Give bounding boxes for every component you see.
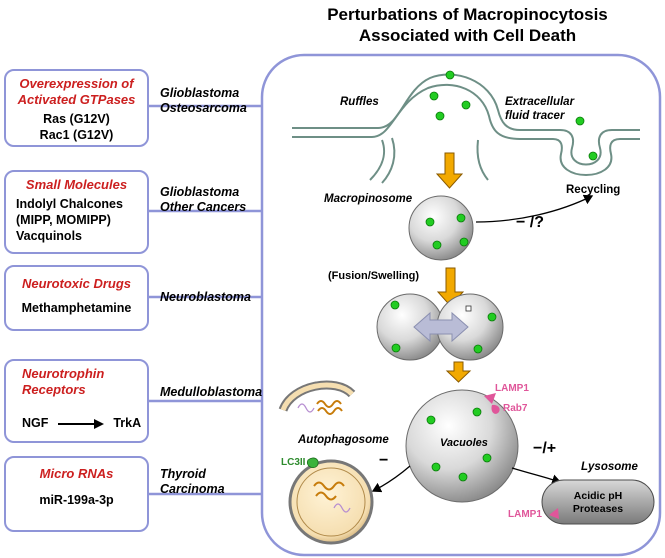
category-box-small-molecules: Small Molecules Indolyl Chalcones (MIPP,… — [4, 170, 149, 254]
tracer-particles-surface — [429, 70, 598, 161]
cancer-line: Glioblastoma — [160, 185, 240, 199]
category-box-neurotrophin-receptors: Neurotrophin Receptors — [4, 359, 149, 443]
lc3ii-marker — [306, 457, 319, 468]
lysosome-effect-label: −/+ — [533, 440, 557, 457]
item: Indolyl Chalcones — [16, 197, 123, 211]
category-items: Methamphetamine — [10, 300, 143, 316]
cancer-line: Medulloblastoma — [160, 385, 263, 399]
tracer-particles-vacuole — [426, 407, 492, 482]
lysosome-text-line2: Proteases — [573, 503, 623, 515]
cancer-line: Carcinoma — [160, 482, 225, 496]
vacuoles-label: Vacuoles — [440, 437, 488, 449]
lamp1-label-top: LAMP1 — [495, 383, 529, 394]
cancer-line: Glioblastoma — [160, 86, 240, 100]
tracer-label-line2: fluid tracer — [505, 110, 565, 122]
tracer-particles-fusion — [390, 300, 497, 354]
item: miR-199a-3p — [39, 493, 114, 507]
cancer-label-2: Glioblastoma Other Cancers — [160, 185, 246, 215]
tracer-label-line1: Extracellular — [505, 96, 575, 108]
category-items: Indolyl Chalcones (MIPP, MOMIPP) Vacquin… — [10, 196, 143, 244]
cancer-label-5: Thyroid Carcinoma — [160, 467, 225, 497]
heading-line: Small Molecules — [25, 177, 128, 192]
item: (MIPP, MOMIPP) — [16, 213, 111, 227]
lamp1-marker-vacuole — [484, 393, 496, 404]
fusion-double-arrow — [413, 311, 469, 343]
autophagosome-label: Autophagosome — [298, 434, 389, 446]
category-box-neurotoxic-drugs: Neurotoxic Drugs Methamphetamine — [4, 265, 149, 331]
item: Vacquinols — [16, 229, 82, 243]
cancer-line: Osteosarcoma — [160, 101, 247, 115]
heading-line: Neurotoxic Drugs — [21, 276, 132, 291]
category-heading: Overexpression of Activated GTPases — [10, 76, 143, 108]
lysosome-body — [541, 479, 655, 525]
lysosome-arrow — [511, 467, 562, 485]
category-heading: Neurotoxic Drugs — [10, 276, 143, 292]
autophagy-effect-label: − — [379, 452, 389, 469]
title-line-2: Associated with Cell Death — [358, 26, 577, 45]
trka-label: TrkA — [113, 416, 142, 430]
recycling-effect-label: − /? — [516, 214, 545, 231]
category-box-micro-rnas: Micro RNAs miR-199a-3p — [4, 456, 149, 532]
ngf-label: NGF — [22, 416, 49, 430]
cancer-line: Thyroid — [160, 467, 206, 481]
lamp1-marker-lysosome — [549, 508, 559, 519]
heading-line: Micro RNAs — [39, 466, 114, 481]
recycling-label: Recycling — [566, 184, 621, 196]
rab7-marker — [491, 404, 500, 414]
category-items: Ras (G12V) Rac1 (G12V) — [10, 111, 143, 143]
category-box-gtpases: Overexpression of Activated GTPases Ras … — [4, 69, 149, 147]
heading-line: Activated GTPases — [17, 92, 136, 107]
rab7-label: Rab7 — [503, 403, 528, 414]
fusion-label: (Fusion/Swelling) — [328, 270, 420, 282]
item: Ras (G12V) — [43, 112, 110, 126]
macropinosome-label: Macropinosome — [324, 193, 413, 205]
cancer-label-4: Medulloblastoma — [160, 385, 262, 400]
ngf-trka-row: NGF TrkA — [22, 416, 141, 430]
plasma-membrane — [292, 73, 640, 184]
cancer-label-1: Glioblastoma Osteosarcoma — [160, 86, 247, 116]
item: Rac1 (G12V) — [39, 128, 114, 142]
lysosome-text-line1: Acidic pH — [574, 490, 622, 502]
lamp1-label-bottom: LAMP1 — [508, 509, 542, 520]
cancer-label-3: Neuroblastoma — [160, 290, 251, 305]
category-heading: Small Molecules — [10, 177, 143, 193]
recycling-arrow — [475, 194, 594, 223]
cell-outline — [260, 53, 662, 557]
activation-arrow — [57, 418, 104, 429]
item: Methamphetamine — [21, 301, 132, 315]
diagram-title: Perturbations of Macropinocytosis Associ… — [270, 4, 665, 46]
heading-line: Receptors — [22, 382, 86, 397]
heading-line: Neurotrophin — [22, 366, 105, 381]
category-heading: Neurotrophin Receptors — [10, 366, 143, 398]
category-heading: Micro RNAs — [10, 466, 143, 482]
macropinosome-sphere — [408, 195, 474, 261]
phagophore — [278, 380, 356, 415]
small-square-mark — [465, 305, 472, 312]
heading-line: Overexpression of — [19, 76, 134, 91]
cancer-line: Neuroblastoma — [160, 290, 251, 304]
title-line-1: Perturbations of Macropinocytosis — [327, 5, 608, 24]
lc3ii-label: LC3II — [281, 457, 306, 468]
ruffles-label: Ruffles — [340, 96, 379, 108]
category-items: miR-199a-3p — [10, 492, 143, 508]
cancer-line: Other Cancers — [160, 200, 247, 214]
tracer-particles-macropinosome — [425, 213, 469, 250]
autophagy-arrow — [371, 465, 411, 493]
autophagosome — [288, 459, 374, 545]
lysosome-label: Lysosome — [581, 461, 638, 473]
